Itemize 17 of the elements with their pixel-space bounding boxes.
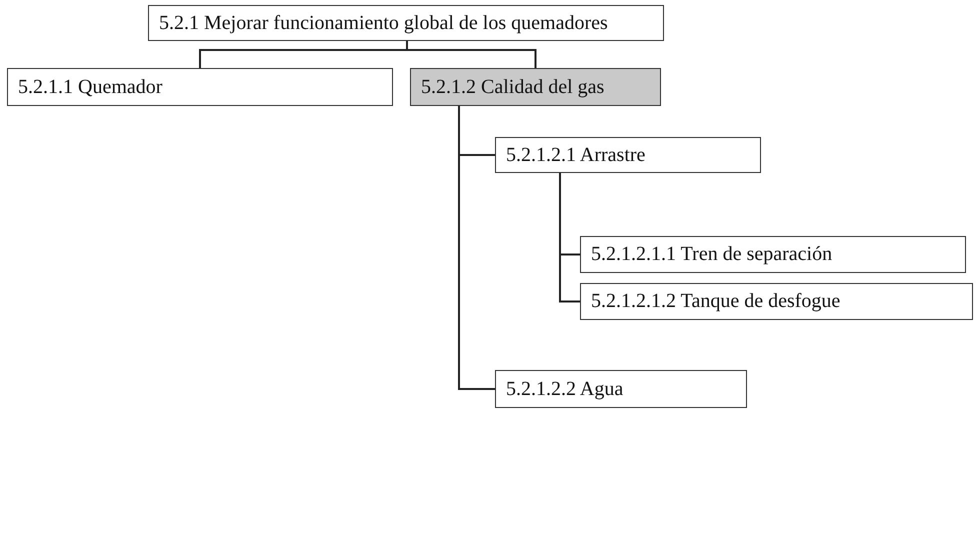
connector-line: [559, 173, 580, 302]
node-label: 5.2.1.2 Calidad del gas: [421, 76, 604, 98]
outline-box: [7, 68, 393, 106]
outline-box: [495, 370, 747, 408]
node-label: 5.2.1.2.1 Arrastre: [506, 144, 646, 166]
connector-line: [458, 106, 495, 390]
node-label: 5.2.1.2.2 Agua: [506, 378, 624, 400]
outline-box: [410, 68, 661, 106]
node-label: 5.2.1 Mejorar funcionamiento global de los quemadores: [159, 12, 608, 34]
connector-line: [406, 41, 536, 68]
outline-box: [580, 283, 973, 320]
outline-box: [495, 137, 761, 173]
node-label: 5.2.1.2.1.2 Tanque de desfogue: [591, 290, 840, 313]
outline-box: [148, 5, 664, 41]
outline-box: [580, 236, 966, 273]
node-label: 5.2.1.1 Quemador: [18, 76, 162, 98]
node-label: 5.2.1.2.1.1 Tren de separación: [591, 243, 832, 266]
